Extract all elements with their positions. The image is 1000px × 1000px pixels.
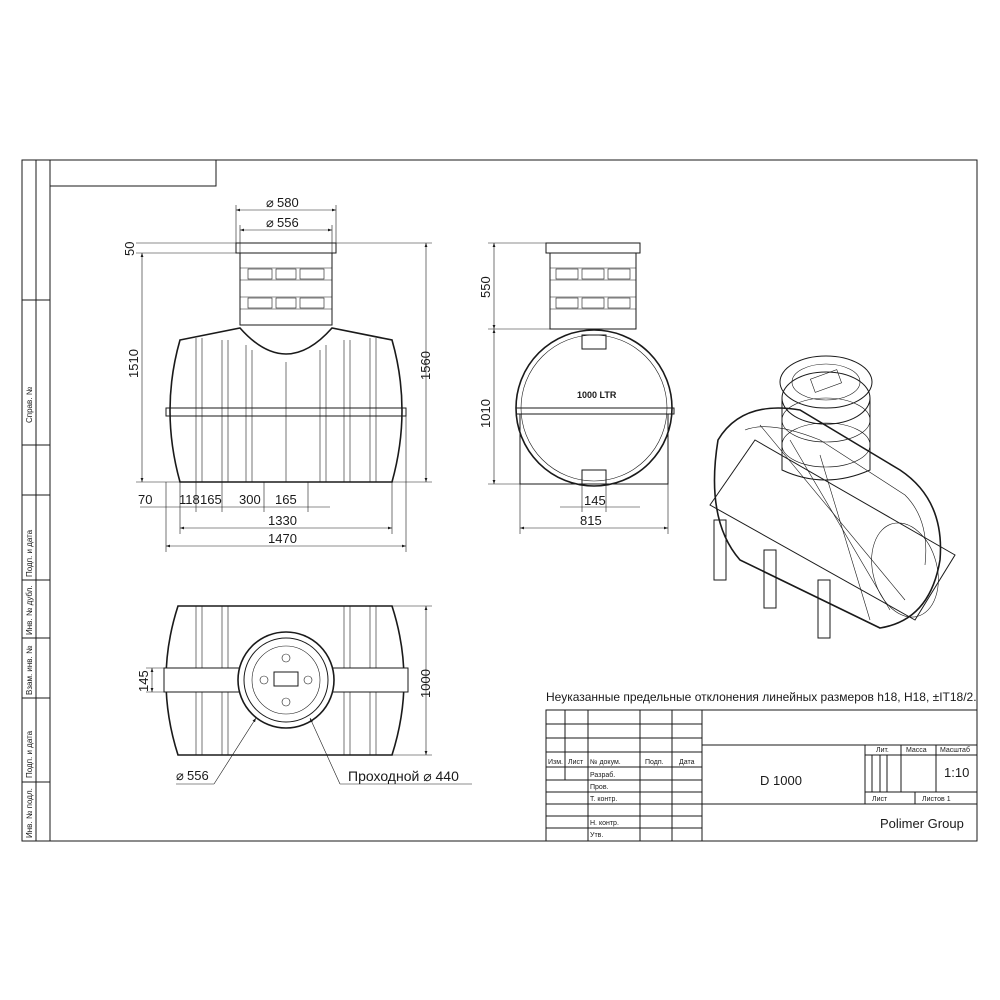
dim-d556-symbol: ⌀ [266,215,274,230]
tb-razrab: Разраб. [590,771,615,779]
tb-nkontr: Н. контр. [590,820,619,827]
tb-masshtab: Масштаб [940,746,970,754]
top-hatch-outer [237,631,335,729]
side-label-sprav: Справ. № [25,386,34,423]
front-view: ⌀ 580 ⌀ 556 50 1510 1560 70 118 [122,195,433,552]
tb-massa: Масса [906,747,927,754]
front-dimensions: ⌀ 580 ⌀ 556 50 1510 1560 70 118 [122,195,433,552]
tb-utv: Утв. [590,832,603,839]
side-column-labels: Справ. № Подп. и дата Инв. № дубл. Взам.… [25,386,34,838]
dim-h1000: 1000 [418,669,433,698]
front-body-outline [169,327,403,483]
tb-tkontr: Т. контр. [590,796,617,803]
dim-w1330: 1330 [268,513,297,528]
tb-col-doc: № докум. [590,759,621,766]
dim-w815: 815 [580,513,602,528]
tb-listov: Листов 1 [922,796,951,803]
dim-d580: 580 [277,195,299,210]
tb-list: Лист [872,796,888,803]
dim-w70: 70 [138,492,152,507]
top-view: 145 1000 ⌀ 556 Проходной ⌀ 440 [136,605,472,785]
tb-col-izm: Изм. [548,759,563,766]
side-label-podp-data-2: Подп. и дата [25,730,34,778]
side-label-inv-podl: Инв. № подл. [25,788,34,838]
dim-d556-top-symbol: ⌀ [176,768,184,783]
tolerance-note: Неуказанные предельные отклонения линейн… [546,690,977,704]
dim-w118: 118 [179,492,200,507]
dim-w165a: 165 [200,492,222,507]
tb-col-list: Лист [568,759,584,766]
side-neck [545,242,641,330]
tb-prov: Пров. [590,784,609,791]
dim-w165b: 165 [275,492,297,507]
dim-w1470: 1470 [268,531,297,546]
dim-h145-top: 145 [136,670,151,692]
side-strap [515,407,675,415]
side-capacity-label: 1000 LTR [577,390,617,400]
front-body-ribs [195,338,377,482]
dim-h1510: 1510 [126,349,141,378]
dim-h1560: 1560 [418,351,433,380]
title-block: Изм. Лист № докум. Подп. Дата Разраб. Пр… [545,709,978,842]
dim-d556-top: 556 [187,768,209,783]
front-strap [165,407,407,417]
dim-w145-side: 145 [584,493,606,508]
dim-h50: 50 [122,242,137,256]
side-dimensions: 550 1010 145 815 [478,242,669,534]
dim-passage: Проходной ⌀ 440 [348,768,459,784]
isometric-view [709,355,956,639]
tb-lit: Лит. [876,747,889,754]
side-label-vzam-inv: Взам. инв. № [25,645,34,695]
tb-scale: 1:10 [944,765,969,780]
dim-d580-symbol: ⌀ [266,195,274,210]
dim-h550: 550 [478,276,493,298]
tb-col-data: Дата [679,759,695,766]
dim-w300: 300 [239,492,261,507]
front-neck [235,242,337,326]
side-label-inv-dubl: Инв. № дубл. [25,585,34,635]
side-view: 1000 LTR 550 1010 145 815 [478,242,675,534]
side-support [519,414,669,485]
side-label-podp-data-1: Подп. и дата [25,529,34,577]
dim-d556: 556 [277,215,299,230]
dim-h1010: 1010 [478,399,493,428]
tb-designation: D 1000 [760,773,802,788]
top-dimensions: 145 1000 ⌀ 556 Проходной ⌀ 440 [136,605,472,785]
sheet-frame [21,159,978,842]
tb-company: Polimer Group [880,816,964,831]
tb-col-podp: Подп. [645,759,664,766]
